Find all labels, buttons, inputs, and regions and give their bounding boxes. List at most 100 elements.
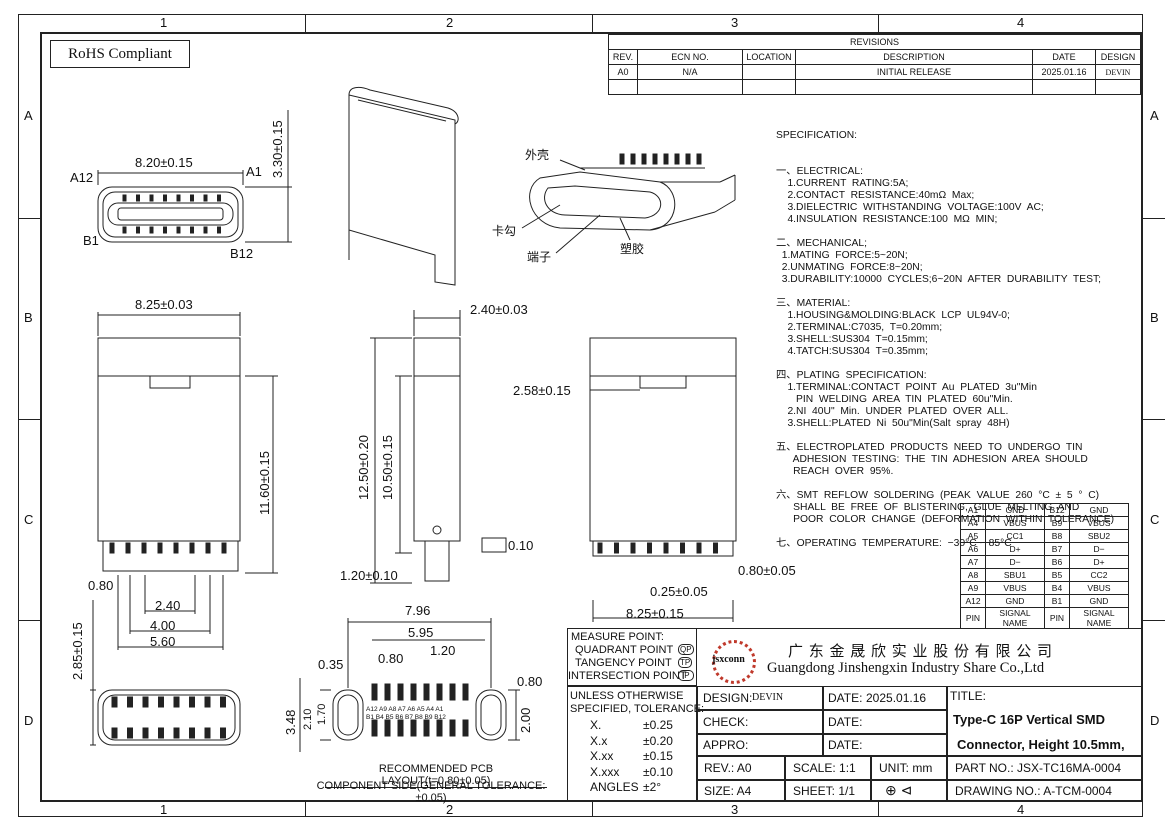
footprint-pin bbox=[173, 696, 180, 708]
tolerance-value: ±2° bbox=[643, 780, 662, 794]
footprint-pin bbox=[189, 696, 195, 708]
footprint-pin bbox=[111, 727, 118, 739]
pcb-pad bbox=[384, 683, 391, 701]
measure-box bbox=[567, 628, 697, 686]
top-contact bbox=[203, 194, 208, 202]
front-pin bbox=[205, 542, 211, 554]
top-contact bbox=[136, 226, 140, 234]
spec-heading: SPECIFICATION: bbox=[776, 130, 858, 141]
zone-row-b: B bbox=[24, 310, 33, 325]
appro-date-label: DATE: bbox=[828, 738, 863, 752]
company-logo-icon bbox=[712, 640, 756, 684]
rear-pin bbox=[630, 542, 636, 554]
top-contact bbox=[136, 194, 140, 202]
spec-line: 4.TATCH:SUS304 T=0.35mm; bbox=[776, 346, 928, 357]
pcb-pad bbox=[384, 719, 391, 737]
tolerance-value: ±0.20 bbox=[643, 733, 673, 748]
rear-pin bbox=[680, 542, 685, 554]
pcb-pad bbox=[371, 719, 378, 737]
zone-row-a: A bbox=[24, 108, 33, 123]
spec-line: 2.CONTACT RESISTANCE:40mΩ Max; bbox=[776, 190, 975, 201]
dim-side-height-body: 10.50±0.15 bbox=[380, 435, 395, 500]
spec-line: 2.UNMATING FORCE:8~20N; bbox=[776, 262, 923, 273]
top-contact bbox=[176, 194, 181, 202]
spec-line: 三、MATERIAL: bbox=[776, 298, 851, 309]
design-label: DESIGN: bbox=[703, 691, 753, 705]
dim-flatness: 0.10 bbox=[508, 538, 534, 553]
footprint-view bbox=[90, 600, 241, 746]
top-contact bbox=[149, 194, 154, 202]
footprint-pin bbox=[220, 696, 226, 708]
dim-pcb-595: 5.95 bbox=[408, 625, 434, 640]
dim-front-width: 8.25±0.03 bbox=[135, 297, 193, 312]
dim-side-width: 2.40±0.03 bbox=[470, 302, 528, 317]
top-contact bbox=[176, 226, 181, 234]
rear-pin bbox=[597, 542, 603, 554]
top-contact bbox=[149, 226, 154, 234]
footprint-pin bbox=[204, 696, 211, 708]
iso-pin bbox=[641, 153, 647, 165]
measure-intersection: INTERSECTION POINT bbox=[568, 670, 687, 682]
zone-col-3: 3 bbox=[731, 15, 739, 30]
top-contact bbox=[190, 194, 194, 202]
zone-col-4-bottom: 4 bbox=[1017, 802, 1025, 817]
spec-line: 二、MECHANICAL; bbox=[776, 238, 867, 249]
pin-cell: SIGNAL NAME bbox=[985, 607, 1045, 629]
zone-row-c: C bbox=[24, 512, 34, 527]
iso-pin bbox=[663, 153, 669, 165]
footprint-pin bbox=[189, 727, 195, 739]
footprint-pin bbox=[220, 727, 226, 739]
measure-quadrant: QUADRANT POINT bbox=[575, 644, 674, 656]
spec-line: 3.SHELL:SUS304 T=0.15mm; bbox=[776, 334, 928, 345]
rear-pin bbox=[614, 542, 619, 554]
size-value: SIZE: A4 bbox=[704, 784, 752, 798]
front-pin bbox=[157, 542, 163, 554]
tolerance-heading-2: SPECIFIED, TOLERANCE: bbox=[570, 703, 705, 715]
front-pin bbox=[221, 542, 227, 554]
check-date-label: DATE: bbox=[828, 715, 863, 729]
spec-line: 1.CURRENT RATING:5A; bbox=[776, 178, 909, 189]
zone-col-1-bottom: 1 bbox=[160, 802, 168, 817]
appro-label: APPRO: bbox=[703, 738, 749, 752]
iso-pin bbox=[696, 153, 702, 165]
dim-front-height: 11.60±0.15 bbox=[257, 450, 272, 515]
footprint-pin bbox=[158, 696, 164, 708]
spec-line: 3.DURABILITY:10000 CYCLES;6~20N AFTER DU… bbox=[776, 274, 1101, 285]
dim-pcb-210: 2.10 bbox=[302, 708, 314, 730]
rear-pin bbox=[647, 542, 652, 554]
tolerance-value: ±0.10 bbox=[643, 764, 673, 779]
dim-rear-258: 2.58±0.15 bbox=[513, 383, 571, 398]
dim-rear-080: 0.80±0.05 bbox=[738, 563, 796, 578]
pin-label-b12: B12 bbox=[230, 246, 254, 261]
footprint-pin bbox=[111, 696, 118, 708]
front-pin bbox=[189, 542, 195, 554]
company-logo-text: jsxconn bbox=[712, 654, 745, 665]
iso-pin bbox=[674, 153, 680, 165]
front-view bbox=[97, 312, 278, 650]
rev-value: REV.: A0 bbox=[704, 761, 752, 775]
pin-label-a12: A12 bbox=[70, 170, 94, 185]
rear-view bbox=[589, 337, 737, 622]
zone-col-2-bottom: 2 bbox=[446, 802, 454, 817]
zone-col-3-bottom: 3 bbox=[731, 802, 739, 817]
title-label: TITLE: bbox=[950, 689, 987, 703]
zone-col-4: 4 bbox=[1017, 15, 1025, 30]
spec-line: 4.INSULATION RESISTANCE:100 MΩ MIN; bbox=[776, 214, 998, 225]
dim-pcb-796: 7.96 bbox=[405, 603, 431, 618]
spec-line: 五、ELECTROPLATED PRODUCTS NEED TO UNDERGO… bbox=[776, 442, 1083, 453]
check-label: CHECK: bbox=[703, 715, 749, 729]
pcb-pad bbox=[371, 683, 378, 701]
top-view bbox=[97, 110, 292, 243]
rev-header: DESIGN bbox=[1095, 49, 1141, 65]
measure-heading: MEASURE POINT: bbox=[571, 631, 664, 643]
front-pin bbox=[125, 542, 131, 554]
company-name-cn: 广 东 金 晟 欣 实 业 股 份 有 限 公 司 bbox=[788, 644, 1054, 660]
iso-pin bbox=[619, 153, 625, 165]
dim-pitch-400: 4.00 bbox=[150, 618, 176, 633]
tolerance-label: X.xxx bbox=[590, 764, 620, 779]
spec-line: 四、PLATING SPECIFICATION: bbox=[776, 370, 927, 381]
